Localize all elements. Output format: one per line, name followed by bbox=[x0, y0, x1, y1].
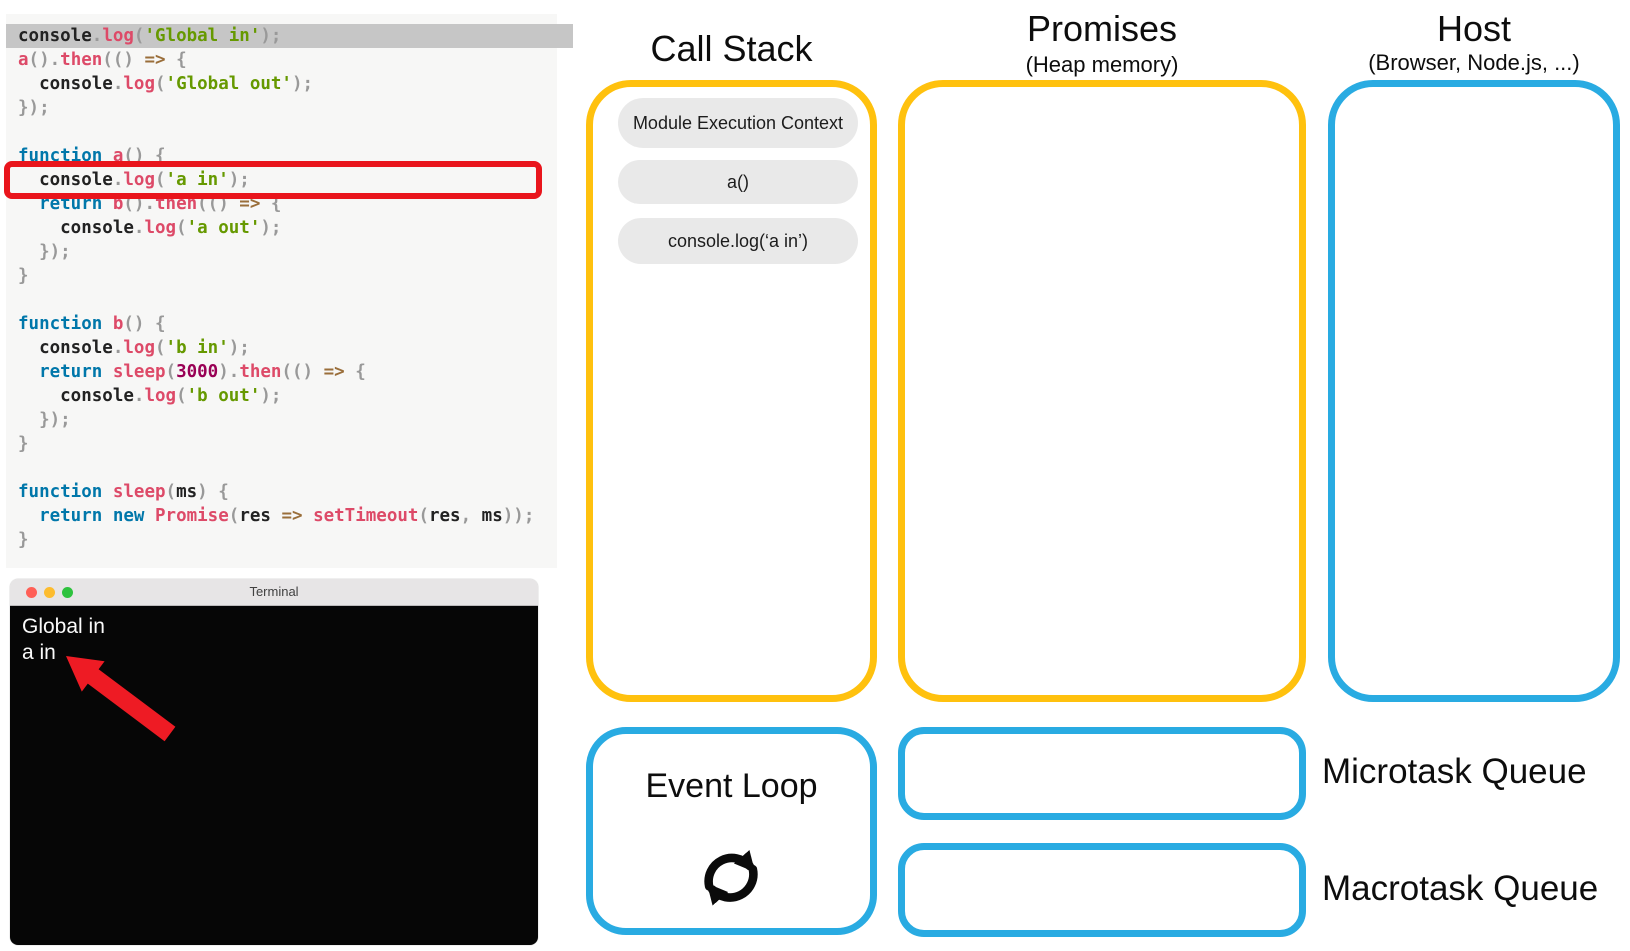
terminal-title: Terminal bbox=[249, 584, 299, 599]
code-line: console.log('Global in'); bbox=[6, 24, 573, 48]
code-line: console.log('a out'); bbox=[18, 218, 282, 238]
code-line: return new Promise(res => setTimeout(res… bbox=[18, 506, 535, 526]
code-line: return sleep(3000).then(() => { bbox=[18, 362, 366, 382]
maximize-button[interactable] bbox=[62, 587, 73, 598]
red-arrow-icon bbox=[66, 656, 176, 742]
code-line: console.log('Global out'); bbox=[18, 74, 314, 94]
code-line: } bbox=[18, 530, 29, 550]
code-editor: console.log('Global in');a().then(() => … bbox=[6, 14, 573, 568]
call-stack-title: Call Stack bbox=[650, 28, 813, 69]
stack-frame: a() bbox=[618, 160, 858, 204]
host-title: Host bbox=[1436, 8, 1512, 49]
terminal-line: a in bbox=[22, 641, 56, 664]
promises-box bbox=[898, 80, 1306, 702]
code-lines: console.log('Global in');a().then(() => … bbox=[6, 24, 573, 552]
code-line bbox=[18, 120, 557, 144]
code-line: console.log('b out'); bbox=[18, 386, 282, 406]
code-line: }); bbox=[18, 242, 71, 262]
terminal-line: Global in bbox=[22, 615, 105, 638]
host-box bbox=[1328, 80, 1620, 702]
code-line bbox=[18, 288, 557, 312]
stack-frame: Module Execution Context bbox=[618, 98, 858, 148]
code-line: return b().then(() => { bbox=[18, 194, 282, 214]
macrotask-queue-box bbox=[898, 843, 1306, 937]
event-loop-box: Event Loop bbox=[586, 727, 877, 935]
promises-subtitle: (Heap memory) bbox=[1025, 52, 1179, 77]
code-line: function a() { bbox=[18, 146, 166, 166]
code-line: }); bbox=[18, 410, 71, 430]
promises-title: Promises bbox=[1026, 8, 1178, 49]
close-button[interactable] bbox=[26, 587, 37, 598]
stack-frame: console.log(‘a in’) bbox=[618, 218, 858, 264]
terminal-window: Terminal Global in a in bbox=[10, 579, 538, 945]
code-line: }); bbox=[18, 98, 50, 118]
code-line: function sleep(ms) { bbox=[18, 482, 229, 502]
code-line: } bbox=[18, 434, 29, 454]
macrotask-queue-label: Macrotask Queue bbox=[1322, 869, 1599, 908]
code-line: function b() { bbox=[18, 314, 166, 334]
code-line bbox=[18, 456, 557, 480]
terminal-output: Global in a in bbox=[10, 606, 538, 945]
event-loop-title: Event Loop bbox=[645, 767, 818, 805]
microtask-queue-box bbox=[898, 727, 1306, 820]
code-line: a().then(() => { bbox=[18, 50, 187, 70]
microtask-queue-label: Microtask Queue bbox=[1322, 752, 1587, 791]
code-line: console.log('b in'); bbox=[18, 338, 250, 358]
refresh-cycle-icon bbox=[704, 850, 758, 906]
call-stack-box: Module Execution Context a() console.log… bbox=[586, 80, 877, 702]
host-subtitle: (Browser, Node.js, ...) bbox=[1368, 50, 1580, 75]
code-line: } bbox=[18, 266, 29, 286]
code-line: console.log('a in'); bbox=[18, 170, 250, 190]
minimize-button[interactable] bbox=[44, 587, 55, 598]
terminal-titlebar: Terminal bbox=[10, 579, 538, 606]
